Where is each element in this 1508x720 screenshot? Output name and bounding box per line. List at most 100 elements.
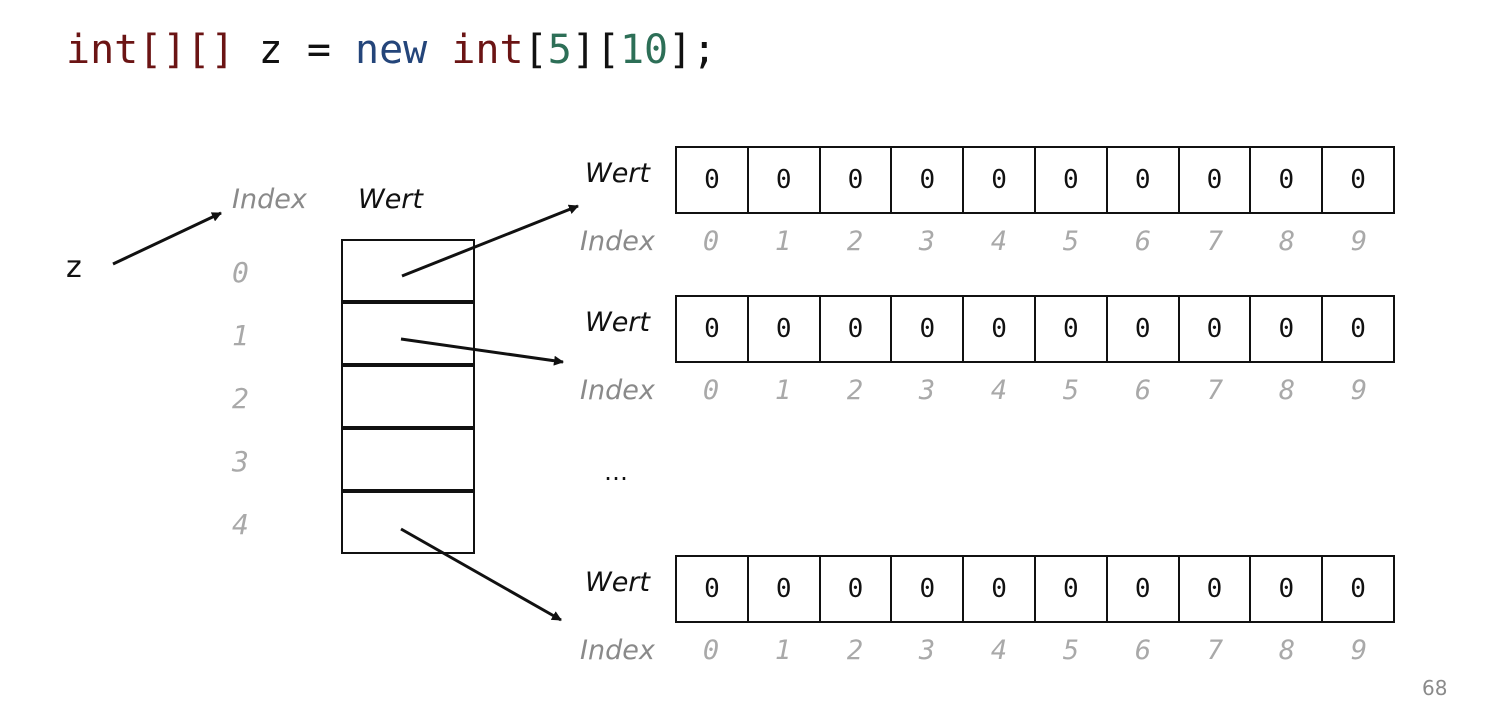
array-cell: 0 — [749, 148, 821, 212]
inner-array-1-indices: 0 1 2 3 4 5 6 7 8 9 — [675, 375, 1395, 406]
array-index: 3 — [918, 635, 936, 666]
array-cell: 0 — [821, 297, 893, 361]
array-index: 4 — [990, 226, 1008, 257]
page-number: 68 — [1422, 676, 1448, 700]
inner-0-value-label: Wert — [585, 158, 650, 189]
array-index: 5 — [1062, 375, 1080, 406]
array-index: 8 — [1278, 635, 1296, 666]
ellipsis: … — [604, 458, 628, 486]
array-cell: 0 — [964, 557, 1036, 621]
inner-1-index-label: Index — [580, 375, 655, 406]
outer-cell-2 — [341, 365, 475, 428]
array-cell: 0 — [1036, 297, 1108, 361]
array-cell: 0 — [821, 557, 893, 621]
outer-cell-0 — [341, 239, 475, 302]
outer-cell-1 — [341, 302, 475, 365]
array-index: 2 — [846, 226, 864, 257]
outer-index-4: 4 — [232, 508, 249, 541]
arrow-z-to-outer — [112, 211, 222, 266]
array-cell: 0 — [1108, 297, 1180, 361]
array-index: 7 — [1206, 635, 1224, 666]
array-index: 1 — [774, 226, 792, 257]
array-cell: 0 — [1350, 165, 1366, 195]
inner-1-value-label: Wert — [585, 307, 650, 338]
array-cell: 0 — [821, 148, 893, 212]
code-token: new — [355, 27, 428, 73]
array-cell: 0 — [749, 297, 821, 361]
array-index: 1 — [774, 375, 792, 406]
code-token: int — [451, 27, 524, 73]
array-cell: 0 — [1350, 574, 1366, 604]
array-index: 0 — [702, 635, 720, 666]
code-token: 5 — [547, 27, 572, 73]
array-index: 9 — [1350, 226, 1368, 257]
code-token — [427, 27, 451, 73]
array-index: 3 — [918, 226, 936, 257]
array-cell: 0 — [1251, 557, 1324, 621]
array-cell: 0 — [1108, 148, 1180, 212]
outer-cell-4 — [341, 491, 475, 554]
array-index: 6 — [1134, 226, 1152, 257]
code-token: 10 — [619, 27, 669, 73]
array-index: 3 — [918, 375, 936, 406]
inner-array-0-indices: 0 1 2 3 4 5 6 7 8 9 — [675, 226, 1395, 257]
array-cell: 0 — [677, 297, 749, 361]
outer-index-3: 3 — [232, 445, 249, 478]
array-index: 2 — [846, 635, 864, 666]
array-cell: 0 — [1036, 148, 1108, 212]
array-index: 7 — [1206, 226, 1224, 257]
array-cell: 0 — [749, 557, 821, 621]
array-index: 5 — [1062, 226, 1080, 257]
inner-4-index-label: Index — [580, 635, 655, 666]
code-token: int — [66, 27, 139, 73]
array-index: 4 — [990, 375, 1008, 406]
array-cell: 0 — [1180, 148, 1252, 212]
code-line: int[][] z = new int[5][10]; — [66, 22, 716, 78]
array-index: 6 — [1134, 635, 1152, 666]
array-index: 0 — [702, 375, 720, 406]
array-index: 9 — [1350, 375, 1368, 406]
outer-index-2: 2 — [232, 382, 249, 415]
array-cell: 0 — [892, 557, 965, 621]
array-index: 7 — [1206, 375, 1224, 406]
array-cell: 0 — [1180, 297, 1252, 361]
array-index: 0 — [702, 226, 720, 257]
array-cell: 0 — [1180, 557, 1252, 621]
array-cell: 0 — [1036, 557, 1108, 621]
code-token: [ — [523, 27, 548, 73]
array-index: 8 — [1278, 375, 1296, 406]
array-cell: 0 — [892, 297, 965, 361]
inner-4-value-label: Wert — [585, 567, 650, 598]
array-index: 4 — [990, 635, 1008, 666]
array-cell: 0 — [677, 557, 749, 621]
outer-index-header: Index — [232, 184, 307, 215]
outer-index-0: 0 — [232, 256, 249, 289]
inner-array-4-indices: 0 1 2 3 4 5 6 7 8 9 — [675, 635, 1395, 666]
array-index: 1 — [774, 635, 792, 666]
array-index: 9 — [1350, 635, 1368, 666]
outer-index-1: 1 — [232, 319, 249, 352]
code-token: ][ — [571, 27, 620, 73]
array-cell: 0 — [964, 297, 1036, 361]
array-index: 6 — [1134, 375, 1152, 406]
code-token: [][] — [138, 27, 235, 73]
array-cell: 0 — [1350, 314, 1366, 344]
array-index: 8 — [1278, 226, 1296, 257]
array-cell: 0 — [892, 148, 965, 212]
code-token: ]; — [668, 27, 717, 73]
array-cell: 0 — [1108, 557, 1180, 621]
outer-cell-3 — [341, 428, 475, 491]
array-cell: 0 — [964, 148, 1036, 212]
array-index: 5 — [1062, 635, 1080, 666]
array-cell: 0 — [677, 148, 749, 212]
array-cell: 0 — [1251, 148, 1324, 212]
outer-value-header: Wert — [358, 184, 423, 215]
variable-z: z — [66, 250, 82, 285]
code-token: z = — [234, 27, 355, 73]
array-index: 2 — [846, 375, 864, 406]
inner-0-index-label: Index — [580, 226, 655, 257]
array-cell: 0 — [1251, 297, 1324, 361]
